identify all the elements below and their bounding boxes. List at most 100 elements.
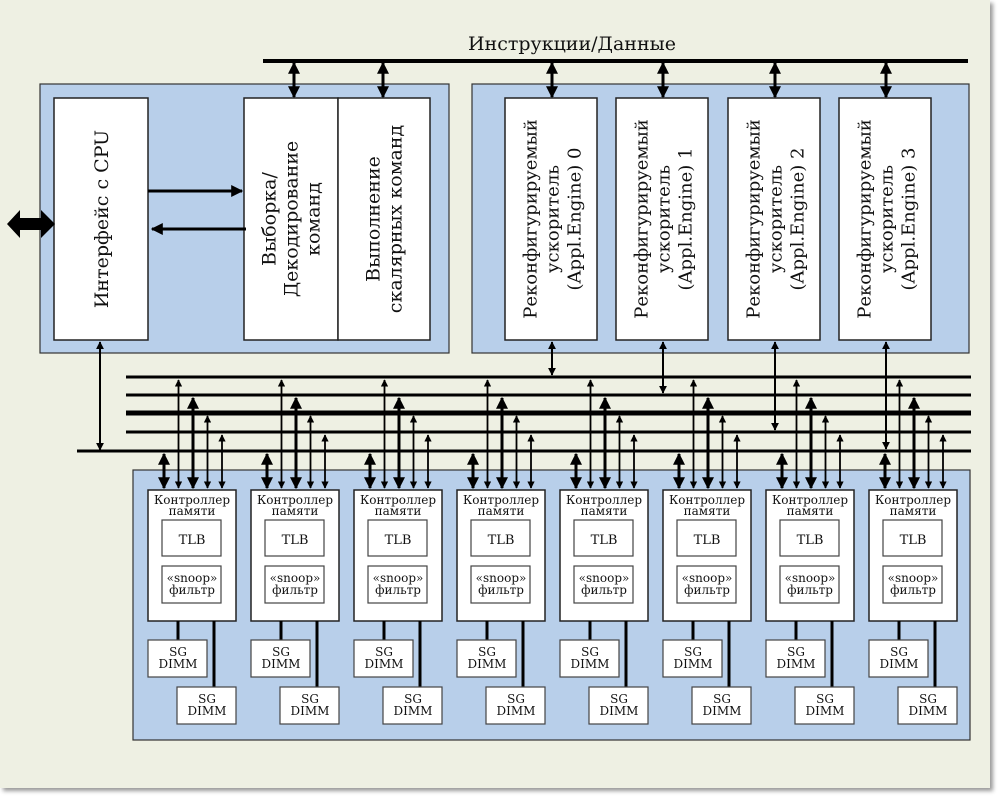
- sg-dimm-label: SG: [301, 692, 319, 706]
- sg-dimm-label: DIMM: [497, 704, 536, 718]
- sg-dimm-box: [794, 686, 855, 725]
- sg-dimm-box: [485, 686, 546, 725]
- fetch-decode-line: Выборка/: [259, 172, 281, 266]
- tlb-label: TLB: [591, 533, 618, 548]
- memory-controller-title: Контроллер: [463, 493, 539, 507]
- sg-dimm-box: [897, 686, 958, 725]
- tlb-label: TLB: [179, 533, 206, 548]
- tlb-box: [882, 519, 943, 557]
- sg-dimm-label: SG: [684, 645, 702, 659]
- tlb-box: [264, 519, 325, 557]
- sg-dimm-label: DIMM: [600, 704, 639, 718]
- memory-controller-title: Контроллер: [772, 493, 848, 507]
- sg-dimm-label: SG: [581, 645, 599, 659]
- scalar-exec-line: скалярных команд: [385, 125, 407, 313]
- memory-controller-3: КонтроллерпамятиTLB«snoop»фильтрSGDIMMSG…: [456, 489, 546, 725]
- accelerator-line: (Appl.Engine) 1: [675, 148, 696, 291]
- sg-dimm-label: DIMM: [394, 704, 433, 718]
- sg-dimm-label: SG: [713, 692, 731, 706]
- sg-dimm-box: [353, 639, 414, 678]
- snoop-filter-label: фильтр: [478, 583, 524, 597]
- sg-dimm-box: [279, 686, 340, 725]
- sg-dimm-label: SG: [169, 645, 187, 659]
- memory-controller-title: Контроллер: [257, 493, 333, 507]
- tlb-label: TLB: [694, 533, 721, 548]
- sg-dimm-label: DIMM: [188, 704, 227, 718]
- sg-dimm-label: SG: [272, 645, 290, 659]
- sg-dimm-label: SG: [890, 645, 908, 659]
- accelerator-line: (Appl.Engine) 2: [787, 148, 808, 291]
- memory-controller-title: памяти: [169, 504, 216, 518]
- snoop-filter-box: [882, 565, 943, 604]
- sg-dimm-label: SG: [375, 645, 393, 659]
- snoop-filter-box: [264, 565, 325, 604]
- sg-dimm-box: [250, 639, 311, 678]
- memory-controller-title: Контроллер: [360, 493, 436, 507]
- memory-controller-5: КонтроллерпамятиTLB«snoop»фильтрSGDIMMSG…: [662, 489, 752, 725]
- external-io-double-arrow-icon: [7, 210, 55, 238]
- snoop-filter-box: [779, 565, 840, 604]
- accelerator-box: [504, 97, 598, 341]
- sg-dimm-box: [559, 639, 620, 678]
- sg-dimm-label: DIMM: [703, 704, 742, 718]
- tlb-label: TLB: [900, 533, 927, 548]
- snoop-filter-box: [676, 565, 737, 604]
- snoop-filter-box: [573, 565, 634, 604]
- sg-dimm-box: [176, 686, 237, 725]
- snoop-filter-box: [161, 565, 222, 604]
- sg-dimm-label: DIMM: [777, 657, 816, 671]
- sg-dimm-label: DIMM: [468, 657, 507, 671]
- accelerator-line: (Appl.Engine) 3: [898, 148, 919, 291]
- sg-dimm-label: SG: [816, 692, 834, 706]
- snoop-filter-label: «snoop»: [579, 571, 630, 585]
- accelerator-line: ускоритель: [653, 165, 674, 273]
- accelerator-line: ускоритель: [542, 165, 563, 273]
- tlb-label: TLB: [797, 533, 824, 548]
- snoop-filter-label: «snoop»: [785, 571, 836, 585]
- memory-controller-title: памяти: [684, 504, 731, 518]
- snoop-filter-label: «snoop»: [888, 571, 939, 585]
- memory-controller-2: КонтроллерпамятиTLB«snoop»фильтрSGDIMMSG…: [353, 489, 443, 725]
- bus-label: Инструкции/Данные: [468, 33, 676, 55]
- memory-controller-title: памяти: [581, 504, 628, 518]
- sg-dimm-box: [456, 639, 517, 678]
- scalar-exec-line: Выполнение: [363, 156, 385, 282]
- tlb-box: [779, 519, 840, 557]
- sg-dimm-label: DIMM: [880, 657, 919, 671]
- memory-controller-title: Контроллер: [669, 493, 745, 507]
- sg-dimm-label: SG: [507, 692, 525, 706]
- accelerator-box: [727, 97, 821, 341]
- memory-controller-0: КонтроллерпамятиTLB«snoop»фильтрSGDIMMSG…: [147, 489, 237, 725]
- tlb-label: TLB: [385, 533, 412, 548]
- memory-controller-title: памяти: [272, 504, 319, 518]
- sg-dimm-label: DIMM: [159, 657, 198, 671]
- fetch-decode-line: Декодирование: [281, 141, 303, 298]
- sg-dimm-label: DIMM: [674, 657, 713, 671]
- sg-dimm-label: SG: [787, 645, 805, 659]
- snoop-filter-label: фильтр: [169, 583, 215, 597]
- tlb-label: TLB: [282, 533, 309, 548]
- memory-controller-title: памяти: [375, 504, 422, 518]
- sg-dimm-label: SG: [198, 692, 216, 706]
- snoop-filter-label: «snoop»: [476, 571, 527, 585]
- memory-controller-1: КонтроллерпамятиTLB«snoop»фильтрSGDIMMSG…: [250, 489, 340, 725]
- cpu-interface-box: [53, 97, 149, 341]
- tlb-box: [573, 519, 634, 557]
- snoop-filter-label: фильтр: [375, 583, 421, 597]
- sg-dimm-label: DIMM: [909, 704, 948, 718]
- sg-dimm-box: [147, 639, 208, 678]
- fetch-decode-line: команд: [303, 182, 325, 256]
- snoop-filter-label: фильтр: [890, 583, 936, 597]
- sg-dimm-label: DIMM: [806, 704, 845, 718]
- memory-controller-title: памяти: [787, 504, 834, 518]
- snoop-filter-label: «snoop»: [373, 571, 424, 585]
- memory-controller-title: памяти: [890, 504, 937, 518]
